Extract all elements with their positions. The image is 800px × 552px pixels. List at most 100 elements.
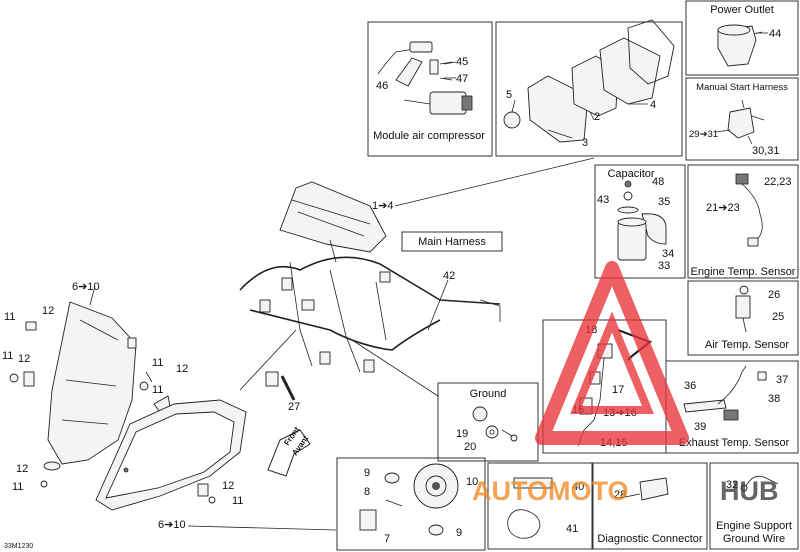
gauge-cluster-part: [503, 19, 675, 143]
diagnostic-connector-title: Diagnostic Connector: [597, 533, 703, 545]
callout-2: 2: [594, 111, 600, 123]
exhaust-temp-sensor-title: Exhaust Temp. Sensor: [679, 437, 790, 449]
callout-26: 26: [768, 289, 780, 301]
callout-37: 37: [776, 374, 788, 386]
callout-30-31: 30,31: [752, 145, 780, 157]
engine-support-title-line2: Ground Wire: [723, 533, 785, 545]
engine-temp-sensor-box: [687, 164, 799, 279]
callout-11-e: 11: [12, 481, 23, 493]
callout-35: 35: [658, 196, 670, 208]
main-harness-title: Main Harness: [418, 236, 486, 248]
callout-36: 36: [684, 380, 696, 392]
callout-39: 39: [694, 421, 706, 433]
diagnostic-connector-part: [619, 477, 669, 501]
ground-wire-part: [740, 475, 779, 492]
callout-11-b: 11: [2, 350, 13, 362]
bulb-harness-box: [487, 462, 593, 550]
callout-12-a: 12: [42, 305, 54, 317]
callout-7: 7: [384, 533, 390, 545]
callout-9-b: 9: [456, 527, 462, 539]
callout-1-4: 1➔4: [372, 200, 393, 212]
callout-6-10-bottom: 6➔10: [158, 519, 186, 531]
callout-12-e: 12: [222, 480, 234, 492]
manual-start-harness-part: [715, 99, 765, 145]
left-side-fairing-part: [9, 301, 171, 488]
callout-27: 27: [288, 401, 300, 413]
capacitor-part: [617, 180, 667, 261]
watermark-logo: AUTOMOTO HUB: [472, 261, 779, 506]
air-temp-sensor-title: Air Temp. Sensor: [705, 339, 790, 351]
power-outlet-title: Power Outlet: [710, 4, 774, 16]
front-arrow: Front Avant: [267, 425, 311, 477]
callout-46: 46: [376, 80, 388, 92]
capacitor-title: Capacitor: [607, 168, 654, 180]
air-temp-sensor-part: [735, 285, 751, 333]
callout-8: 8: [364, 486, 370, 498]
callout-3: 3: [582, 137, 588, 149]
figure-code: 33M1230: [4, 543, 33, 550]
power-outlet-box: [685, 0, 799, 76]
gauge-housing-part: [279, 181, 387, 263]
manual-start-harness-title: Manual Start Harness: [696, 82, 788, 93]
module-air-compressor-box: [367, 21, 493, 157]
callout-11-f: 11: [232, 495, 243, 507]
engine-support-ground-wire-box: [709, 462, 799, 550]
watermark-text-dark: HUB: [720, 476, 779, 506]
callout-33: 33: [658, 260, 670, 272]
diagnostic-connector-box: [592, 462, 708, 550]
callout-25: 25: [772, 311, 784, 323]
callout-5: 5: [506, 89, 512, 101]
callout-11-a: 11: [4, 311, 15, 323]
callout-12-c: 12: [176, 363, 188, 375]
callout-38: 38: [768, 393, 780, 405]
callout-40: 40: [572, 481, 584, 493]
engine-support-title-line1: Engine Support: [716, 520, 792, 532]
gauge-box: [495, 21, 683, 157]
watermark-text-orange: AUTOMOTO: [472, 476, 629, 506]
ground-box: [437, 382, 539, 462]
callout-29-31: 29➔31: [689, 129, 718, 140]
module-air-compressor-title: Module air compressor: [373, 130, 485, 142]
exhaust-temp-sensor-part: [683, 365, 767, 421]
callout-44: 44: [769, 28, 781, 40]
callout-10: 10: [466, 476, 478, 488]
callout-11-d: 11: [152, 384, 163, 396]
callout-47: 47: [456, 73, 468, 85]
callout-28: 28: [614, 489, 626, 501]
manual-start-harness-box: [685, 77, 799, 161]
callout-12-b: 12: [18, 353, 30, 365]
capacitor-box: [594, 164, 686, 279]
callout-41: 41: [566, 523, 578, 535]
callout-42: 42: [443, 270, 455, 282]
ground-parts: [472, 406, 518, 442]
callout-21-23: 21➔23: [706, 202, 740, 214]
air-temp-sensor-box: [687, 280, 799, 356]
bulb-parts: [359, 463, 459, 536]
headlight-bulb-box: [336, 457, 486, 551]
callout-34: 34: [662, 248, 674, 260]
callout-45: 45: [456, 56, 468, 68]
callout-4: 4: [650, 99, 656, 111]
engine-temp-sensor-part: [735, 173, 763, 247]
callout-20: 20: [464, 441, 476, 453]
callout-22-23: 22,23: [764, 176, 792, 188]
callout-43: 43: [597, 194, 609, 206]
callout-6-10-top: 6➔10: [72, 281, 100, 293]
ground-title: Ground: [470, 388, 507, 400]
callout-11-c: 11: [152, 357, 163, 369]
callout-19: 19: [456, 428, 468, 440]
main-harness-part: [239, 256, 501, 401]
callout-12-d: 12: [16, 463, 28, 475]
main-harness-box: [401, 231, 503, 252]
leader-lines: [89, 31, 763, 531]
air-compressor-part: [377, 41, 473, 115]
callout-17: 17: [612, 384, 624, 396]
callout-9-a: 9: [364, 467, 370, 479]
engine-temp-sensor-title: Engine Temp. Sensor: [691, 266, 796, 278]
power-outlet-part: [717, 24, 768, 67]
headlight-part: [95, 399, 247, 511]
callout-32: 32: [726, 479, 738, 491]
bulb-harness-parts: [507, 477, 553, 539]
